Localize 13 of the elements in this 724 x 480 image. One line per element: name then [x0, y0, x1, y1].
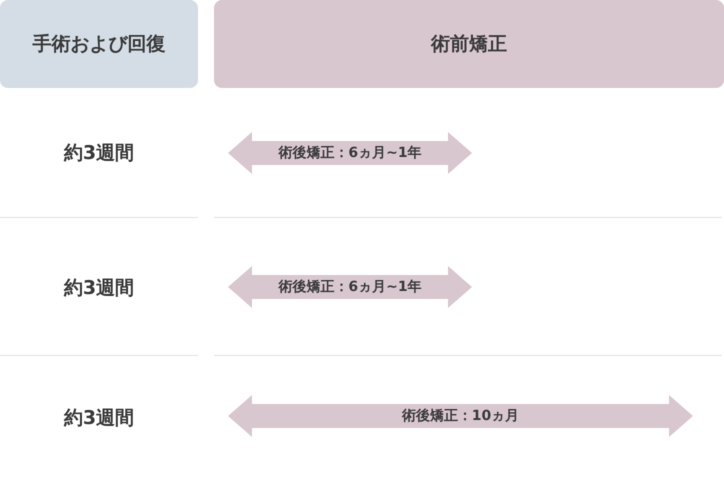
header-text: 術前矯正	[431, 32, 507, 57]
duration-text: 約3週間	[64, 406, 134, 431]
double-arrow-band	[228, 132, 472, 174]
arrow-label: 術後矯正：10ヵ月	[402, 407, 520, 425]
double-arrow-band	[228, 395, 693, 437]
column-header	[214, 0, 724, 88]
duration-text: 約3週間	[64, 141, 134, 166]
column-header	[0, 0, 198, 88]
header-text: 手術および回復	[32, 32, 166, 57]
double-arrow-band	[228, 266, 472, 308]
arrow-label: 術後矯正：6ヵ月~1年	[278, 278, 422, 296]
duration-text: 約3週間	[64, 276, 134, 301]
arrow-label: 術後矯正：6ヵ月~1年	[278, 144, 422, 162]
